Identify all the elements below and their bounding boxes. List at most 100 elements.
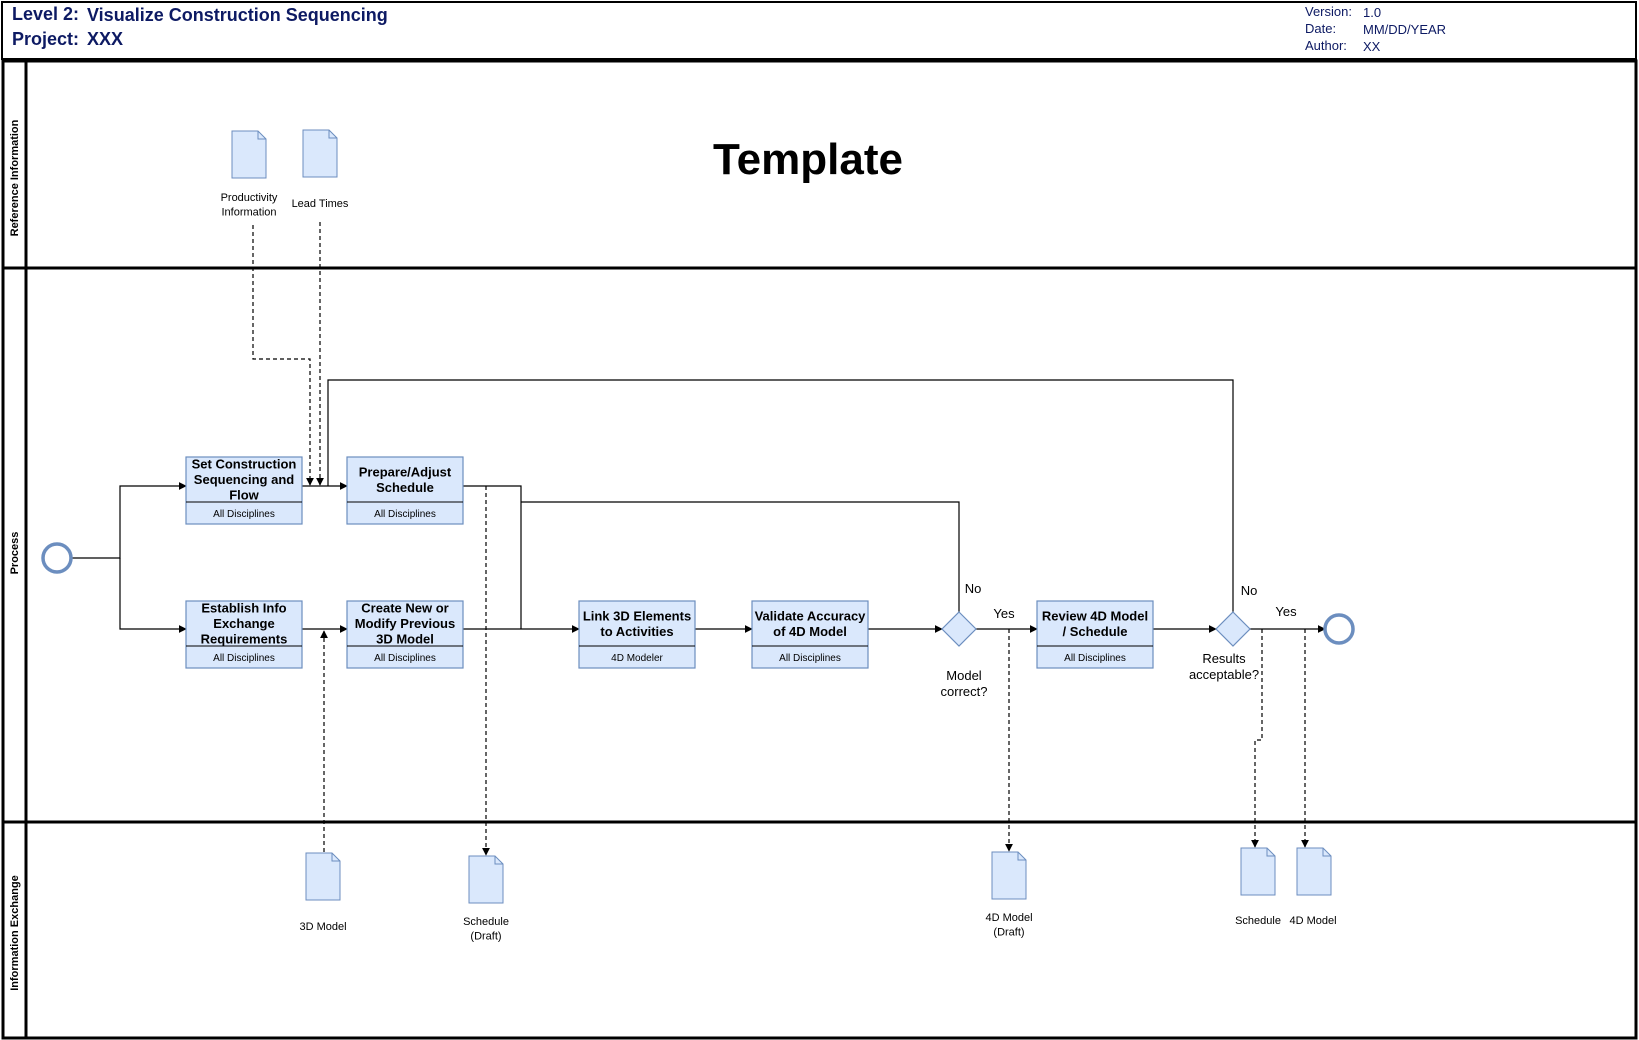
- task-title-line: to Activities: [600, 624, 673, 639]
- task-title-line: Link 3D Elements: [583, 608, 691, 623]
- task-box: [185, 600, 303, 669]
- doc-4d-model-draft: 4D Model (Draft): [985, 851, 1033, 939]
- level-label: Level 2:: [12, 4, 79, 24]
- flow-gateway-1-no-loop: [521, 501, 960, 612]
- gateway-2-yes-label: Yes: [1275, 604, 1297, 619]
- version-value: 1.0: [1363, 5, 1381, 20]
- end-event: [1323, 613, 1355, 645]
- date-value: MM/DD/YEAR: [1363, 22, 1446, 37]
- doc-schedule-draft: Schedule (Draft): [463, 855, 509, 943]
- task-role: All Disciplines: [213, 509, 275, 520]
- gateway-results-acceptable: Results acceptable? No Yes: [1189, 583, 1297, 682]
- document-label: Productivity: [221, 192, 278, 204]
- task-title-line: Establish Info: [201, 601, 286, 616]
- project-label: Project:: [12, 29, 79, 49]
- task-title-line: Schedule: [376, 480, 434, 495]
- task-title-line: Prepare/Adjust: [359, 464, 452, 479]
- task-role: All Disciplines: [374, 653, 436, 664]
- project-value: XXX: [87, 29, 123, 49]
- document-label: Information: [221, 207, 276, 219]
- document-fold: [494, 856, 503, 865]
- task-title-line: Set Construction: [192, 457, 297, 472]
- gateway-2-label-line2: acceptable?: [1189, 667, 1259, 682]
- task-title-line: Sequencing and: [194, 472, 294, 487]
- task-title-line: Review 4D Model: [1042, 608, 1148, 623]
- task-role: All Disciplines: [374, 509, 436, 520]
- document-label: (Draft): [470, 931, 501, 943]
- document-label: 3D Model: [299, 921, 346, 933]
- task-title-line: Requirements: [201, 632, 288, 647]
- task-role: 4D Modeler: [611, 653, 663, 664]
- task-title-line: Create New or: [361, 601, 448, 616]
- lane-label-exchange: Information Exchange: [9, 875, 21, 991]
- document-label: (Draft): [993, 927, 1024, 939]
- flow-start-to-establish: [119, 558, 187, 633]
- document-icon: [305, 852, 341, 901]
- document-icon: [231, 130, 267, 179]
- version-label: Version:: [1305, 4, 1352, 19]
- doc-schedule: Schedule: [1235, 847, 1281, 927]
- task-title-line: Exchange: [213, 616, 274, 631]
- gateway-1-label-line2: correct?: [941, 684, 988, 699]
- task-title-line: of 4D Model: [773, 624, 847, 639]
- flow-start-to-set-seq: [72, 482, 187, 559]
- pool-frame: [1, 59, 1638, 1040]
- assoc-productivity-to-set-seq: [252, 225, 314, 486]
- document-fold: [1266, 848, 1275, 857]
- gateway-1-diamond: [941, 611, 977, 647]
- document-fold: [331, 853, 340, 862]
- document-fold: [328, 130, 337, 139]
- task-title-line: Modify Previous: [355, 616, 455, 631]
- task-box: [1036, 600, 1154, 669]
- author-label: Author:: [1305, 38, 1347, 53]
- document-label: 4D Model: [1289, 915, 1336, 927]
- document-label: Schedule: [463, 916, 509, 928]
- connectors: [72, 222, 1326, 856]
- gateway-2-label-line1: Results: [1202, 651, 1246, 666]
- task-box: [185, 456, 303, 525]
- document-fold: [1322, 848, 1331, 857]
- diagram-title: Visualize Construction Sequencing: [87, 5, 388, 25]
- document-icon: [302, 129, 338, 178]
- start-event: [41, 542, 73, 574]
- document-icon: [1240, 847, 1276, 896]
- task-box: [346, 600, 464, 669]
- task-title-line: Validate Accuracy: [755, 608, 867, 623]
- assoc-to-schedule: [1251, 629, 1263, 848]
- author-value: XX: [1363, 39, 1381, 54]
- document-icon: [1296, 847, 1332, 896]
- task-role: All Disciplines: [1064, 653, 1126, 664]
- gateway-2-diamond: [1215, 611, 1251, 647]
- gateway-1-no-label: No: [965, 581, 982, 596]
- document-label: Lead Times: [292, 198, 349, 210]
- header: Level 2: Visualize Construction Sequenci…: [1, 1, 1637, 60]
- gateway-1-yes-label: Yes: [993, 606, 1015, 621]
- template-watermark: Template: [713, 135, 903, 184]
- doc-3d-model: 3D Model: [299, 852, 347, 933]
- flow-gateway-2-no-loop: [327, 379, 1234, 612]
- document-icon: [468, 855, 504, 904]
- gateway-1-label-line1: Model: [946, 668, 982, 683]
- document-icon: [991, 851, 1027, 900]
- lane-label-reference: Reference Information: [9, 119, 21, 236]
- task-title-line: / Schedule: [1062, 624, 1127, 639]
- task-box: [346, 456, 464, 525]
- task-role: All Disciplines: [779, 653, 841, 664]
- document-label: 4D Model: [985, 912, 1032, 924]
- swimlanes: Reference Information Process Informatio…: [1, 59, 1638, 1040]
- lane-label-process: Process: [9, 532, 21, 575]
- date-label: Date:: [1305, 21, 1336, 36]
- header-frame: [1, 1, 1637, 60]
- task-role: All Disciplines: [213, 653, 275, 664]
- gateway-2-no-label: No: [1241, 583, 1258, 598]
